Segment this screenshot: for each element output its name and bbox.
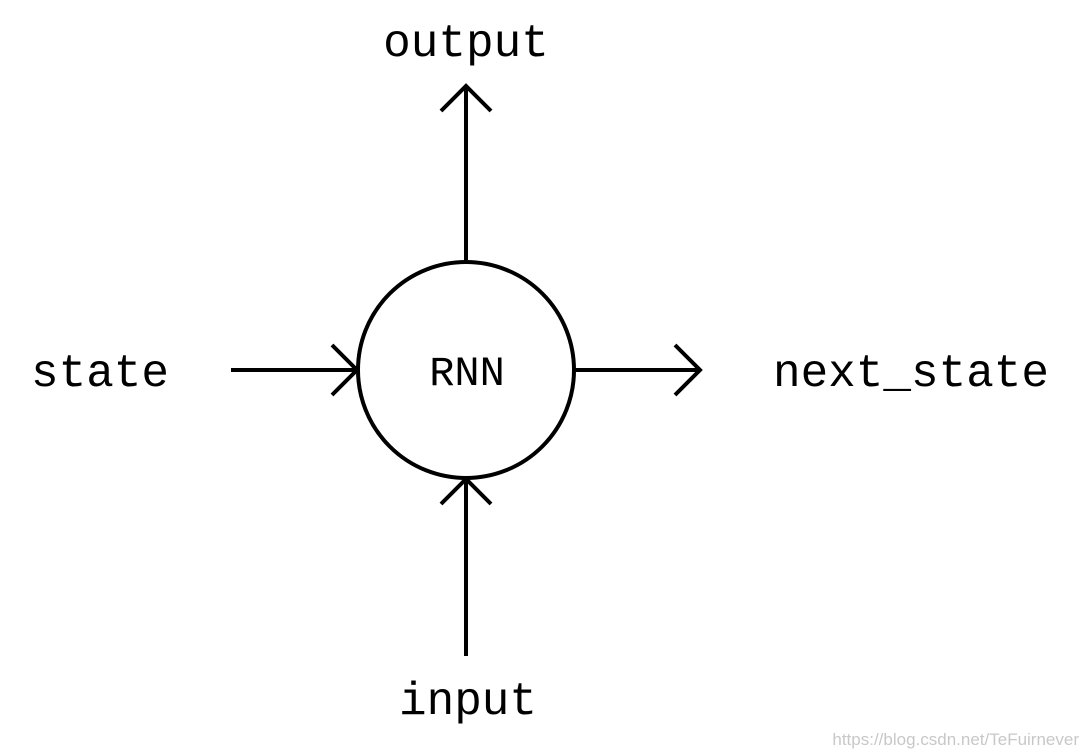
input-arrow <box>439 476 493 656</box>
state-arrow <box>231 343 360 397</box>
state-label: state <box>31 348 169 400</box>
watermark: https://blog.csdn.net/TeFuirnever <box>832 730 1079 749</box>
output-arrow <box>439 83 493 262</box>
next-state-label: next_state <box>773 348 1049 400</box>
rnn-node <box>356 260 576 480</box>
rnn-node-label: RNN <box>429 350 505 398</box>
input-label: input <box>399 676 537 728</box>
next-state-arrow <box>575 343 703 397</box>
output-label: output <box>383 18 549 70</box>
